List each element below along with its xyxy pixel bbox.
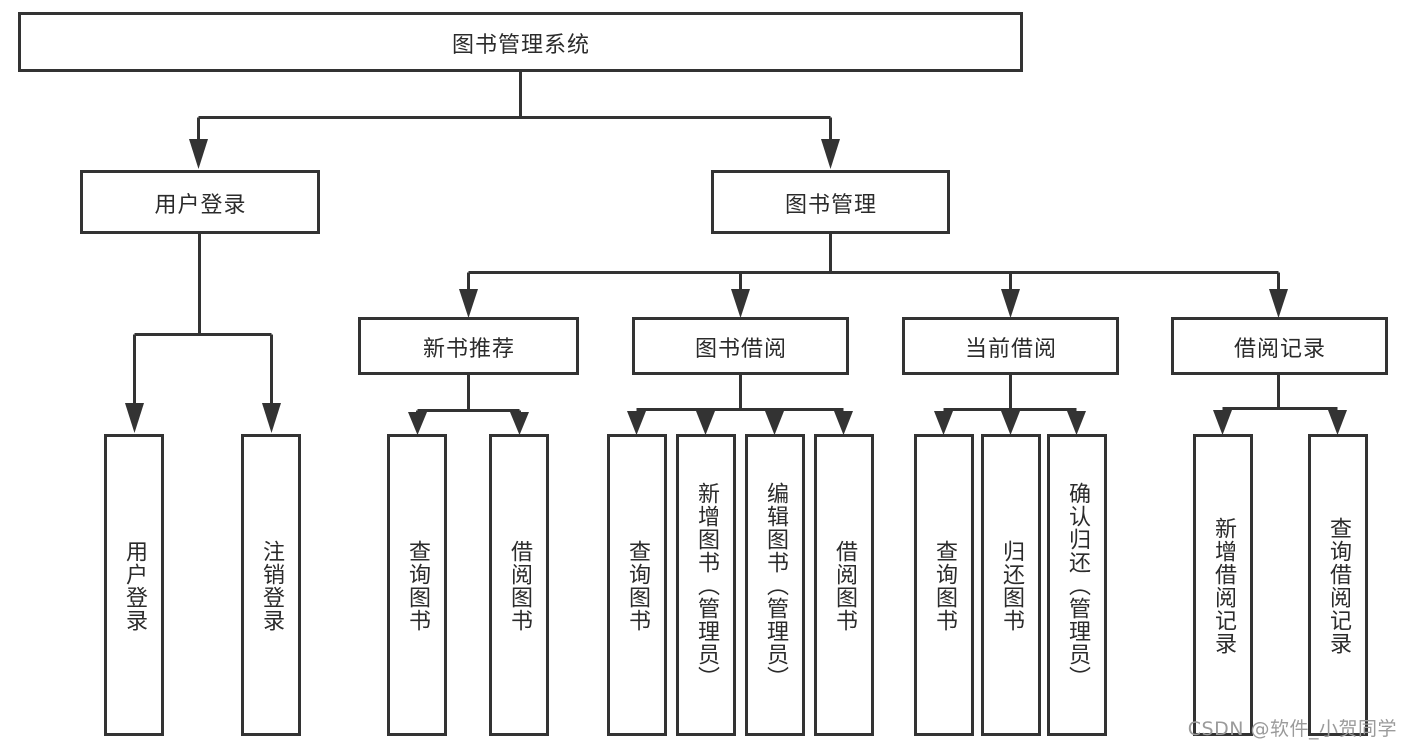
arrow-to-leaf-borrow-book-1: [510, 412, 529, 435]
edges-book-management-to-level2: [459, 233, 1288, 318]
node-leaf-return-book[interactable]: [981, 434, 1041, 736]
node-leaf-borrow-book-1[interactable]: [489, 434, 549, 736]
node-leaf-query-book-1[interactable]: [387, 434, 447, 736]
arrow-to-leaf-add-book: [696, 411, 715, 435]
node-leaf-query-book-3[interactable]: [914, 434, 974, 736]
arrow-to-leaf-query-book-2: [627, 411, 646, 435]
arrow-to-current-borrow: [1001, 289, 1020, 318]
node-current-borrow[interactable]: [902, 317, 1119, 375]
node-root[interactable]: [18, 12, 1023, 72]
arrow-to-leaf-query-book-3: [934, 411, 953, 435]
arrow-to-leaf-user-logout: [262, 403, 281, 433]
arrow-to-leaf-confirm-return: [1067, 411, 1086, 435]
arrow-root-to-book-management: [821, 139, 840, 169]
node-leaf-user-login[interactable]: [104, 434, 164, 736]
node-leaf-query-book-2[interactable]: [607, 434, 667, 736]
arrow-to-leaf-return-book: [1001, 411, 1020, 435]
arrow-to-leaf-borrow-book-2: [834, 411, 853, 435]
arrow-to-new-book-recommend: [459, 289, 478, 318]
node-user-login[interactable]: [80, 170, 320, 234]
node-leaf-edit-book[interactable]: [745, 434, 805, 736]
node-book-management[interactable]: [711, 170, 950, 234]
node-leaf-add-record[interactable]: [1193, 434, 1253, 736]
node-leaf-query-record[interactable]: [1308, 434, 1368, 736]
arrow-to-leaf-edit-book: [765, 411, 784, 435]
edges-current-borrow-to-leaves: [934, 374, 1086, 435]
node-new-book-recommend[interactable]: [358, 317, 579, 375]
edges-root-to-level1: [189, 71, 840, 169]
edges-new-book-recommend-to-leaves: [408, 374, 529, 435]
arrow-to-leaf-query-book-1: [408, 412, 427, 435]
arrow-to-borrow-record: [1269, 289, 1288, 318]
arrow-to-book-borrow: [731, 289, 750, 318]
edges-borrow-record-to-leaves: [1213, 374, 1347, 435]
node-borrow-record[interactable]: [1171, 317, 1388, 375]
arrow-root-to-user-login: [189, 139, 208, 169]
edges-book-borrow-to-leaves: [627, 374, 853, 435]
node-leaf-add-book[interactable]: [676, 434, 736, 736]
edges-user-login-to-leaves: [125, 233, 281, 433]
node-leaf-borrow-book-2[interactable]: [814, 434, 874, 736]
node-leaf-user-logout[interactable]: [241, 434, 301, 736]
arrow-to-leaf-query-record: [1328, 410, 1347, 435]
arrow-to-leaf-user-login: [125, 403, 144, 433]
arrow-to-leaf-add-record: [1213, 410, 1232, 435]
node-book-borrow[interactable]: [632, 317, 849, 375]
node-leaf-confirm-return[interactable]: [1047, 434, 1107, 736]
